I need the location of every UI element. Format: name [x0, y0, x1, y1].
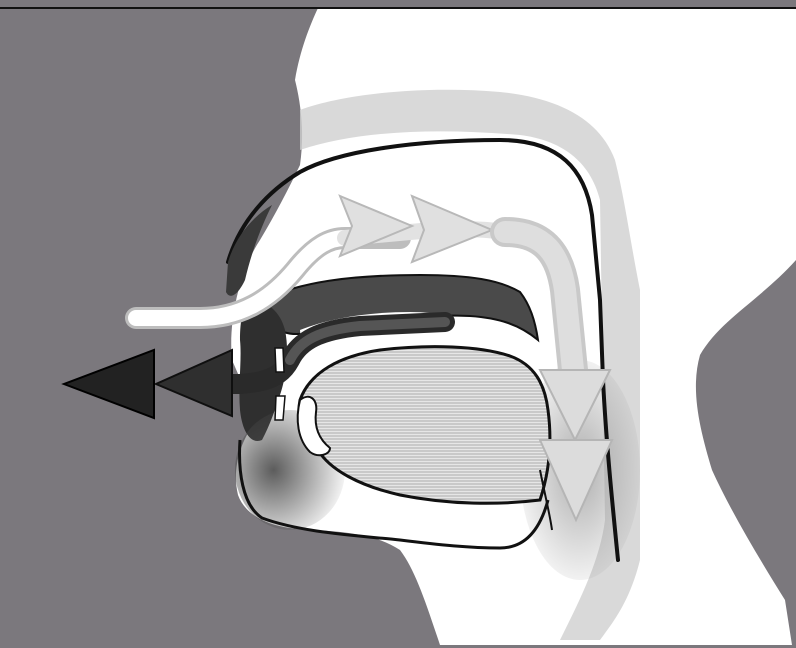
lower-tooth [275, 396, 285, 420]
upper-tooth [275, 348, 284, 372]
